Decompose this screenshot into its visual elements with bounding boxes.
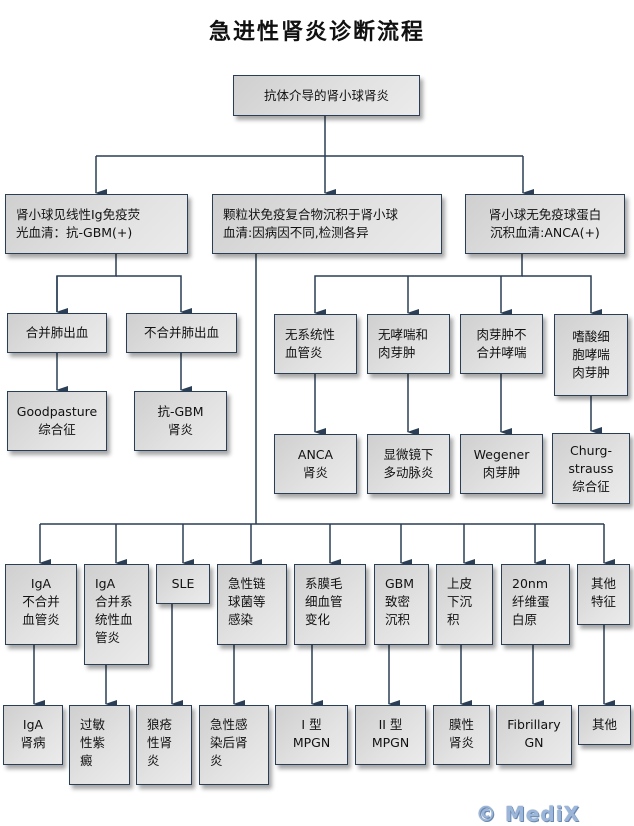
- immune-complex-condition-node: 其他 特征: [577, 564, 630, 625]
- medix-watermark: © MediX: [476, 802, 581, 826]
- immune-complex-diagnosis-node: II 型 MPGN: [355, 705, 426, 765]
- immune-complex-diagnosis-node: Fibrillary GN: [496, 705, 572, 765]
- immune-complex-diagnosis-node: 急性感 染后肾 炎: [199, 705, 269, 785]
- anca-diagnosis-node: ANCA 肾炎: [274, 434, 357, 494]
- anca-diagnosis-node: Wegener 肉芽肿: [460, 434, 543, 494]
- immune-complex-diagnosis-node: 过敏 性紫 癜: [69, 705, 130, 785]
- immune-complex-node: 颗粒状免疫复合物沉积于肾小球 血清:因病因不同,检测各异: [212, 194, 442, 254]
- immune-complex-diagnosis-node: 膜性 肾炎: [433, 705, 490, 765]
- immune-complex-condition-node: IgA 合并系 统性血 管炎: [84, 564, 149, 665]
- immune-complex-condition-node: SLE: [156, 564, 210, 604]
- immune-complex-condition-node: 20nm 纤维蛋 白原: [501, 564, 570, 645]
- anca-condition-node: 无系统性 血管炎: [274, 314, 357, 374]
- immune-complex-diagnosis-node: 狼疮 性肾 炎: [136, 705, 192, 785]
- immune-complex-condition-node: 系膜毛 细血管 变化: [294, 564, 366, 645]
- anca-node: 肾小球无免疫球蛋白 沉积血清:ANCA(+): [465, 194, 625, 254]
- goodpasture-node: Goodpasture 综合征: [7, 391, 107, 451]
- immune-complex-diagnosis-node: IgA 肾病: [3, 705, 63, 765]
- immune-complex-condition-node: GBM 致密 沉积: [374, 564, 429, 645]
- with-pulmonary-hemorrhage-node: 合并肺出血: [7, 313, 107, 353]
- without-pulmonary-hemorrhage-node: 不合并肺出血: [126, 313, 237, 353]
- immune-complex-diagnosis-node: I 型 MPGN: [275, 705, 348, 765]
- immune-complex-condition-node: 急性链 球菌等 感染: [217, 564, 287, 645]
- anti-gbm-node: 肾小球见线性Ig免疫荧 光血清：抗-GBM(+): [5, 194, 188, 254]
- immune-complex-condition-node: IgA 不合并 血管炎: [5, 564, 77, 645]
- anca-diagnosis-node: Churg- strauss 综合征: [552, 433, 630, 504]
- anca-diagnosis-node: 显微镜下 多动脉炎: [367, 434, 450, 494]
- immune-complex-diagnosis-node: 其他: [578, 705, 631, 745]
- anca-condition-node: 肉芽肿不 合并哮喘: [460, 314, 543, 374]
- anca-condition-node: 嗜酸细 胞哮喘 肉芽肿: [554, 314, 628, 396]
- anti-gbm-nephritis-node: 抗-GBM 肾炎: [134, 391, 227, 451]
- diagram-title: 急进性肾炎诊断流程: [208, 19, 425, 45]
- root-node: 抗体介导的肾小球肾炎: [233, 75, 420, 116]
- anca-condition-node: 无哮喘和 肉芽肿: [367, 314, 450, 374]
- immune-complex-condition-node: 上皮 下沉 积: [436, 564, 493, 645]
